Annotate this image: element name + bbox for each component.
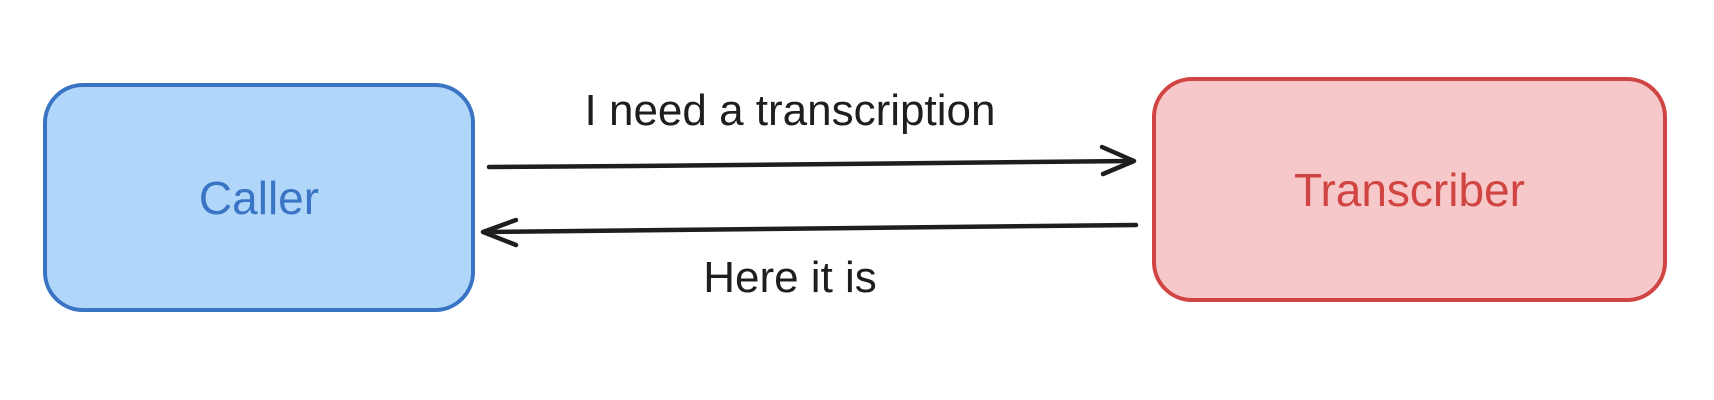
request-arrow-line <box>486 158 1135 170</box>
response-edge-label: Here it is <box>703 253 877 302</box>
transcriber-label: Transcriber <box>1294 163 1525 216</box>
response-arrow-head <box>480 217 519 248</box>
caller-node[interactable]: Caller <box>43 83 475 312</box>
response-arrow-line <box>482 222 1139 235</box>
request-arrow <box>486 144 1137 177</box>
transcriber-node[interactable]: Transcriber <box>1152 77 1667 302</box>
request-arrow-head <box>1099 144 1137 177</box>
request-edge-label: I need a transcription <box>584 86 996 135</box>
response-arrow <box>480 217 1139 248</box>
caller-label: Caller <box>198 171 320 224</box>
